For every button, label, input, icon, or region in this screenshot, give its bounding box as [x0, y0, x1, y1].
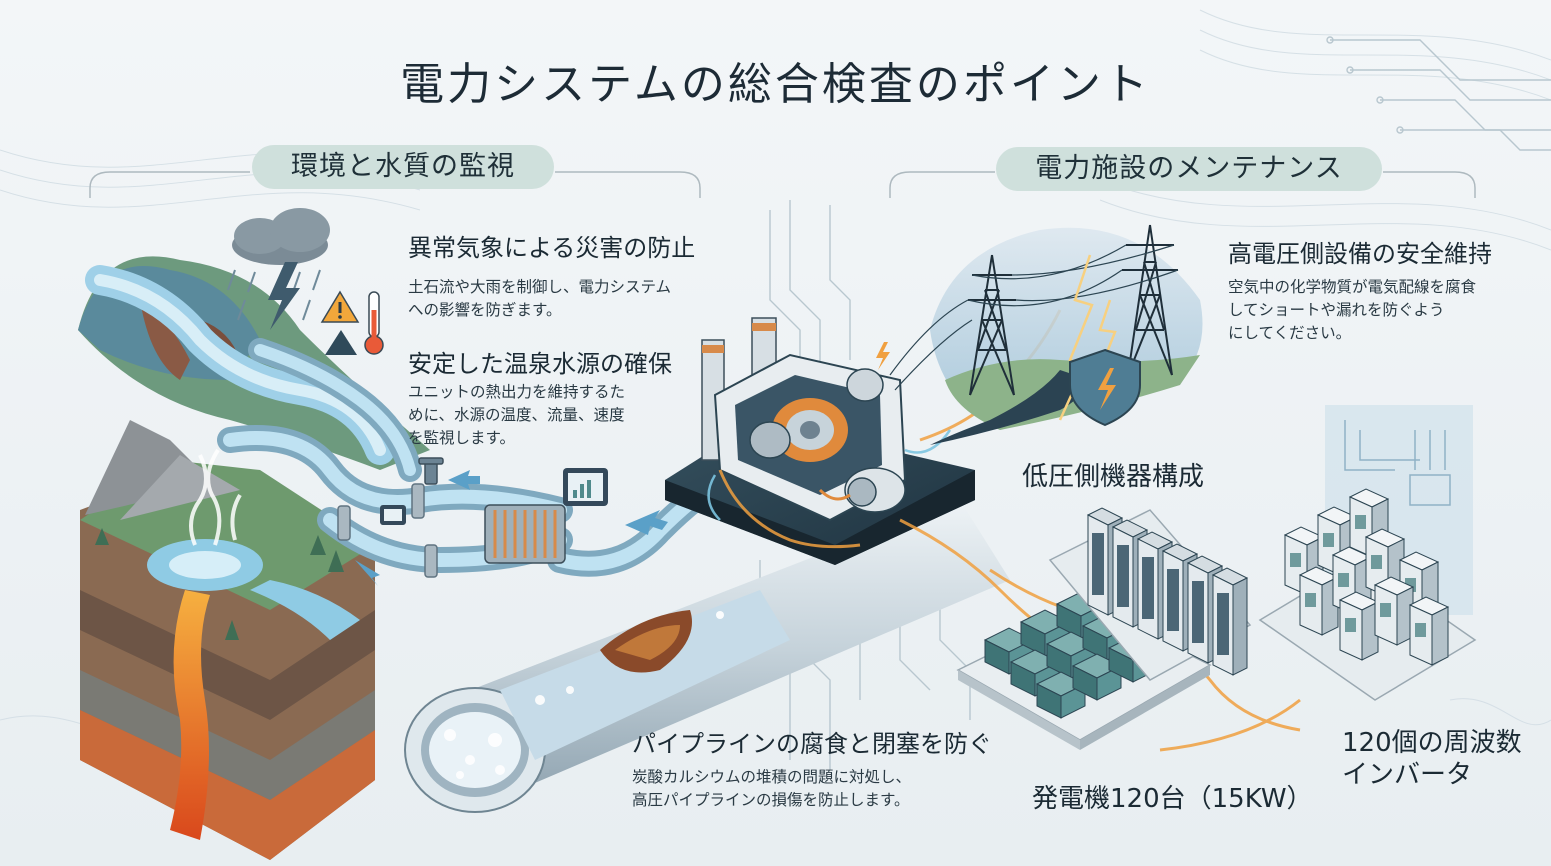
pipeline-section [404, 500, 1010, 813]
flow-arrows [355, 470, 668, 586]
cloud-icon [232, 208, 330, 265]
inverter-cabinet [1373, 576, 1415, 646]
terrain-block [80, 420, 375, 860]
pipeline-line-2: 高圧パイプラインの損傷を防止します。 [632, 791, 910, 809]
small-display [380, 505, 406, 525]
lowvoltage-heading: 低圧側機器構成 [1022, 462, 1205, 492]
highvoltage-line-2: してショートや漏れを防ぐよう [1228, 301, 1445, 319]
highvoltage-heading: 高電圧側設備の安全維持 [1228, 240, 1492, 268]
valve-icon [418, 457, 444, 485]
pipeline-heading: パイプラインの腐食と閉塞を防ぐ [632, 730, 992, 758]
thermometer-icon [364, 291, 384, 355]
disaster-heading: 異常気象による災害の防止 [408, 234, 696, 262]
decorative-waves [0, 9, 1551, 745]
highvoltage-description: 空気中の化学物質が電気配線を腐食 してショートや漏れを防ぐよう にしてください。 [1228, 276, 1476, 345]
stream [85, 265, 395, 465]
inverter-cabinet [1298, 566, 1340, 636]
server-rack [1161, 543, 1199, 652]
warning-icon [320, 290, 360, 323]
heat-exchanger [484, 504, 566, 564]
inverter-units [1283, 488, 1450, 666]
inverters-line-1: 120個の周波数 [1342, 728, 1522, 758]
disaster-line-2: への影響を防ぎます。 [408, 301, 562, 319]
pipe-flanges [337, 483, 438, 578]
inverters-line-2: インバータ [1342, 760, 1473, 790]
spring-heading: 安定した温泉水源の確保 [408, 350, 672, 378]
monitor-icon [563, 468, 608, 506]
mountain-icon [325, 330, 357, 355]
steam-lines [189, 448, 242, 546]
power-wires [889, 244, 1179, 391]
inverter-cabinet [1338, 591, 1380, 661]
server-racks [1086, 507, 1249, 676]
highvoltage-line-3: にしてください。 [1228, 324, 1352, 342]
spring-line-3: を監視します。 [408, 429, 515, 447]
energy-lines-blue [707, 429, 952, 521]
generator-platform [665, 317, 975, 565]
transmission-tower-left [968, 254, 1016, 396]
disaster-description: 土石流や大雨を制御し、電力システム への影響を防ぎます。 [408, 276, 671, 322]
inverters-label: 120個の周波数 インバータ [1342, 727, 1522, 791]
page-title: 電力システムの総合検査のポイント [400, 59, 1151, 110]
highvoltage-line-1: 空気中の化学物質が電気配線を腐食 [1228, 278, 1477, 296]
disaster-line-1: 土石流や大雨を制御し、電力システム [408, 278, 672, 296]
section-brackets [89, 171, 1476, 198]
spring-description: ユニットの熱出力を維持するた めに、水源の温度、流量、速度 を監視します。 [408, 381, 625, 450]
shield-icon [1069, 348, 1141, 427]
section-label-environment: 環境と水質の監視 [252, 145, 554, 189]
spring-line-2: めに、水源の温度、流量、速度 [408, 406, 625, 424]
spring-line-1: ユニットの熱出力を維持するた [408, 383, 626, 401]
lightning-icon-small [876, 342, 890, 370]
lightning-icon [268, 262, 300, 330]
inverter-cabinet [1408, 596, 1450, 666]
pipeline-line-1: 炭酸カルシウムの堆積の問題に対処し、 [632, 768, 912, 786]
transmission-tower-right [1122, 224, 1178, 376]
rain-lines [227, 269, 321, 321]
section-label-facilities: 電力施設のメンテナンス [996, 147, 1382, 191]
pipeline-description: 炭酸カルシウムの堆積の問題に対処し、 高圧パイプラインの損傷を防止します。 [632, 766, 911, 812]
generators-label: 発電機120台（15KW） [1032, 784, 1313, 814]
server-rack [1211, 567, 1249, 676]
